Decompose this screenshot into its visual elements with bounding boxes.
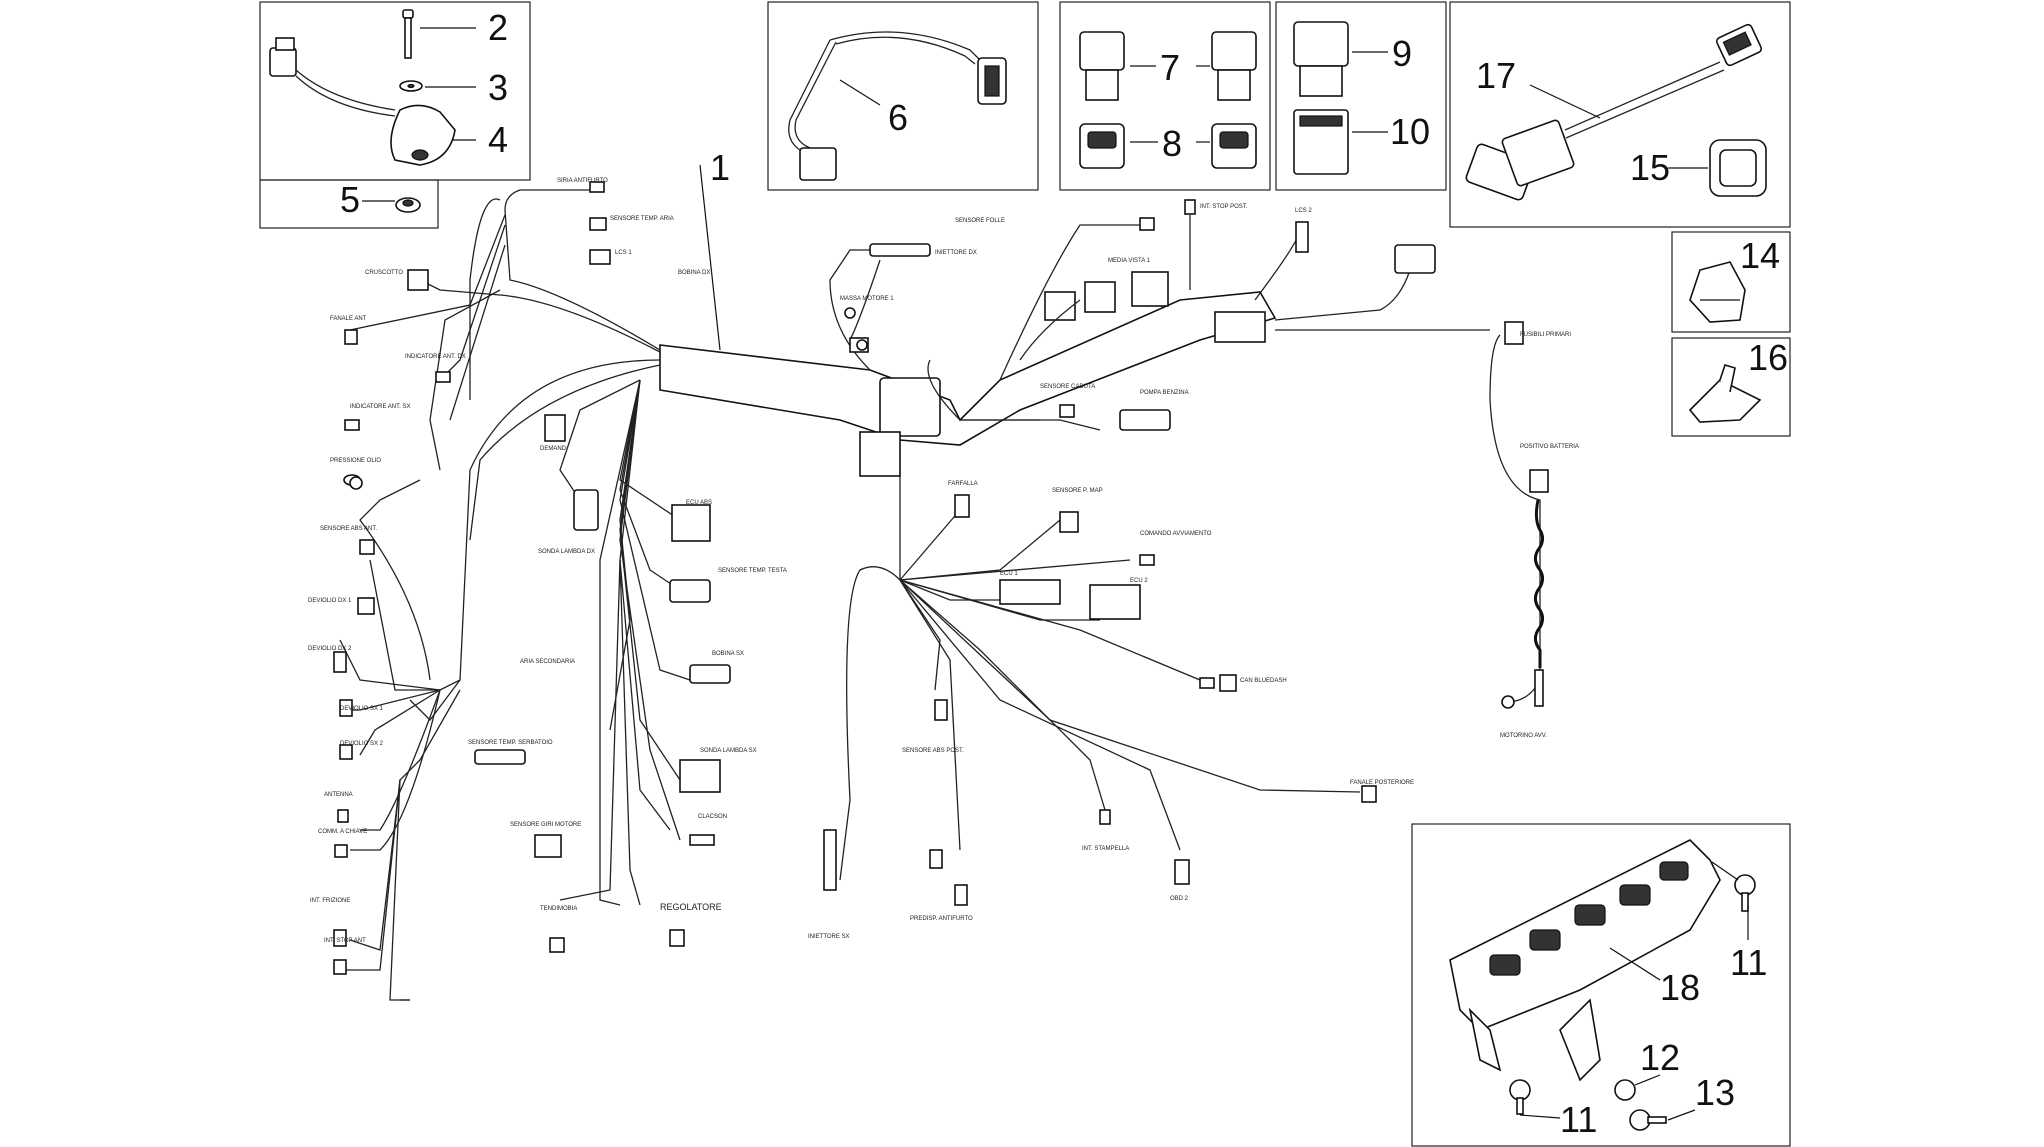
callout-4: 4 (488, 119, 508, 160)
label-fanale-ant: FANALE ANT (330, 316, 367, 322)
label-farfalla: FARFALLA (948, 481, 978, 487)
label-int-stop-ant: INT. STOP ANT (324, 938, 366, 944)
box-clip-14 (1671, 231, 1791, 333)
label-deviolio-sx1: DEVIOLIO SX 1 (340, 706, 384, 712)
label-sensore-caduta: SENSORE CADUTA (1040, 384, 1095, 390)
label-can-bluedash: CAN BLUEDASH (1240, 678, 1287, 684)
label-sensore-abs-post: SENSORE ABS POST. (902, 748, 964, 754)
label-iniettore-dx: INIETTORE DX (935, 250, 977, 256)
label-fusibili-primari: FUSIBILI PRIMARI (1520, 332, 1571, 338)
label-aria-secondaria: ARIA SECONDARIA (520, 659, 575, 665)
label-sensore-temp-aria: SENSORE TEMP. ARIA (610, 216, 674, 222)
box-relays-7-8 (1059, 1, 1271, 191)
label-ecu-abs: ECU ABS (686, 500, 712, 506)
label-bobina-dx: BOBINA DX (678, 270, 710, 276)
label-obd: OBD 2 (1170, 896, 1189, 902)
box-bracket-18 (1411, 823, 1791, 1147)
label-sonda-lambda-dx: SONDA LAMBDA DX (538, 549, 595, 555)
callout-1: 1 (710, 147, 730, 188)
callout-14: 14 (1740, 235, 1780, 276)
callout-3: 3 (488, 67, 508, 108)
connectors (333, 181, 1549, 975)
callout-12: 12 (1640, 1037, 1680, 1078)
label-demand: DEMAND (540, 446, 567, 452)
callout-11-top: 11 (1730, 942, 1767, 983)
callout-11-bottom: 11 (1560, 1099, 1597, 1140)
label-ecu-vista: MEDIA VISTA 1 (1108, 258, 1151, 264)
callout-15: 15 (1630, 147, 1670, 188)
label-massa-motore: MASSA MOTORE 1 (840, 296, 894, 302)
box-clip-16 (1671, 337, 1791, 437)
box-sensor-parts (259, 1, 531, 213)
label-predisp-antifurto: PREDISP. ANTIFURTO (910, 916, 973, 922)
callout-9: 9 (1392, 33, 1412, 74)
label-sensore-temp-testa: SENSORE TEMP. TESTA (718, 568, 787, 574)
left-branches (339, 189, 661, 1001)
label-positivo-batteria: POSITIVO BATTERIA (1520, 444, 1579, 450)
label-deviolio-dx1: DEVIOLIO DX 1 (308, 598, 352, 604)
label-cruscotto: CRUSCOTTO (365, 270, 403, 276)
label-deviolio-sx2: DEVIOLIO SX 2 (340, 741, 384, 747)
right-branches (829, 215, 1541, 881)
label-int-stampella: INT. STAMPELLA (1082, 846, 1129, 852)
label-int-frizione: INT. FRIZIONE (310, 898, 350, 904)
box-fuse-holder (1449, 1, 1791, 228)
label-sensore-temp-serbatoio: SENSORE TEMP. SERBATOIO (468, 740, 553, 746)
label-ecu2: ECU 2 (1130, 578, 1148, 584)
label-deviolio-dx2: DEVIOLIO DX 2 (308, 646, 352, 652)
label-sensore-giri-motore: SENSORE GIRI MOTORE (510, 822, 581, 828)
harness-labels: SIRIA ANTIFURTO SENSORE TEMP. ARIA LCS 1… (308, 178, 1579, 944)
label-indicatore-ant-sx: INDICATORE ANT. SX (350, 404, 410, 410)
callout-13: 13 (1695, 1072, 1735, 1113)
label-pompa-benzina: POMPA BENZINA (1140, 390, 1189, 396)
label-motorino-avv: MOTORINO AVV. (1500, 733, 1547, 739)
box-relays-9-10 (1275, 1, 1447, 191)
label-clacson: CLACSON (698, 814, 727, 820)
box-cable-6 (767, 1, 1039, 191)
label-ecu1: ECU 1 (1000, 571, 1018, 577)
callout-17: 17 (1476, 55, 1516, 96)
label-indicatore-ant-dx: INDICATORE ANT. DX (405, 354, 466, 360)
callout-8: 8 (1162, 123, 1182, 164)
callout-18: 18 (1660, 967, 1700, 1008)
label-pressione-olio: PRESSIONE OLIO (330, 458, 381, 464)
callout-6: 6 (888, 97, 908, 138)
label-iniettore-sx: INIETTORE SX (808, 934, 850, 940)
label-comm-chiave: COMM. A CHIAVE (318, 829, 367, 835)
label-sensore-folle: SENSORE FOLLE (955, 218, 1005, 224)
label-sensore-abs-ant: SENSORE ABS ANT. (320, 526, 377, 532)
label-comando-avviamento: COMANDO AVVIAMENTO (1140, 531, 1212, 537)
callout-5: 5 (340, 179, 360, 220)
label-tendimobia: TENDIMOBIA (540, 906, 577, 912)
center-branches (559, 379, 691, 906)
label-fanale-posteriore: FANALE POSTERIORE (1350, 780, 1414, 786)
callout-2: 2 (488, 7, 508, 48)
label-bobina-sx: BOBINA SX (712, 651, 744, 657)
main-harness (659, 164, 1277, 477)
label-lcs1: LCS 1 (615, 250, 632, 256)
label-sirena-antifurto: SIRIA ANTIFURTO (557, 178, 608, 184)
label-regolatore: REGOLATORE (660, 902, 722, 912)
callout-7: 7 (1160, 47, 1180, 88)
callout-10: 10 (1390, 111, 1430, 152)
label-antenna: ANTENNA (324, 792, 353, 798)
label-int-stop-post: INT. STOP POST. (1200, 204, 1248, 210)
label-sensore-p-map: SENSORE P. MAP (1052, 488, 1103, 494)
label-sonda-lambda-sx: SONDA LAMBDA SX (700, 748, 757, 754)
label-lcs2: LCS 2 (1295, 208, 1312, 214)
callout-16: 16 (1748, 337, 1788, 378)
